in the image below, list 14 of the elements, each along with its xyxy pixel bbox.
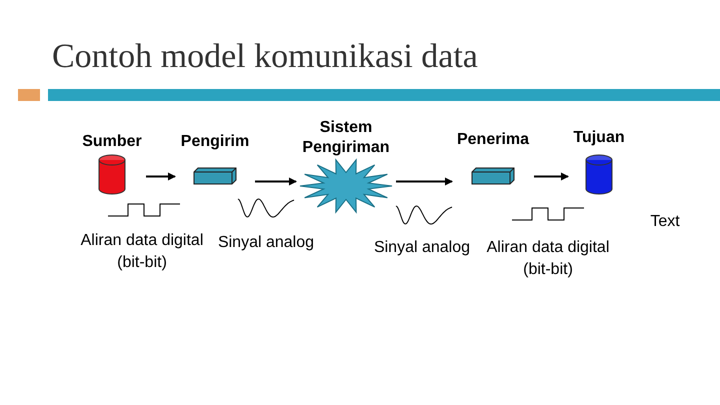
- arrow: [534, 172, 569, 180]
- node-heading: Pengirim: [180, 132, 250, 152]
- caption-text: Aliran data digital (bit-bit): [80, 231, 204, 273]
- caption-text: Sinyal analog: [218, 233, 314, 253]
- caption-text: Text: [650, 212, 680, 232]
- arrow: [146, 172, 176, 180]
- caption-text: Aliran data digital (bit-bit): [486, 238, 610, 280]
- node-heading: Tujuan: [573, 128, 625, 148]
- node-heading: Penerima: [456, 130, 530, 150]
- node-heading: Sumber: [82, 132, 142, 152]
- arrow: [255, 178, 297, 186]
- node-heading: Sistem Pengiriman: [301, 118, 391, 158]
- caption-text: Sinyal analog: [374, 238, 470, 258]
- slide-title: Contoh model komunikasi data: [52, 38, 478, 76]
